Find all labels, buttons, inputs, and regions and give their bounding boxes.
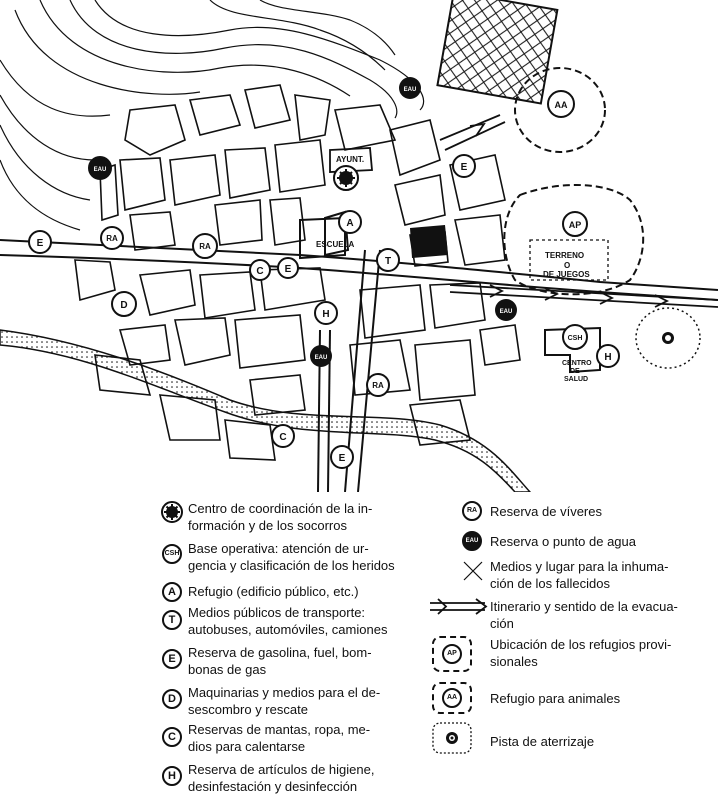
playground-box: [529, 239, 609, 281]
legend-text: Medios públicos de transporte:autobuses,…: [188, 605, 388, 637]
arrow-icon: [430, 598, 488, 615]
terreno-label: TERRENO: [545, 251, 584, 260]
svg-text:H: H: [322, 309, 329, 320]
symbol-E-south: E: [330, 445, 354, 469]
legend-text: Base operativa: atención de ur-gencia y …: [188, 541, 395, 573]
svg-text:D: D: [120, 300, 127, 311]
legend-text: Reservas de mantas, ropa, me-dios para c…: [188, 722, 371, 754]
terreno-o-label: O: [564, 261, 570, 270]
symbol-H-center: H: [314, 301, 338, 325]
legend-text: Refugio para animales: [490, 691, 621, 706]
symbol-AA: AA: [547, 90, 575, 118]
eau-icon: EAU: [462, 531, 482, 551]
legend-text: Maquinarias y medios para el de-sescombr…: [188, 685, 381, 717]
legend-text: Pista de aterrizaje: [490, 734, 595, 749]
svg-text:RA: RA: [199, 242, 211, 251]
legend-text: Itinerario y sentido de la evacua-ción: [490, 599, 678, 631]
legend-text: Reserva de víveres: [490, 504, 602, 519]
svg-text:RA: RA: [106, 234, 118, 243]
csh-icon: CSH: [162, 544, 182, 564]
a-icon: A: [162, 582, 182, 602]
legend-text: Reserva o punto de agua: [490, 534, 636, 549]
symbol-EAU-west: EAU: [88, 156, 112, 180]
animal-shelter-area: [514, 67, 606, 153]
svg-text:T: T: [385, 256, 391, 267]
symbol-RA-west: RA: [100, 226, 124, 250]
school-building: [299, 210, 350, 260]
symbol-EAU-east: EAU: [495, 299, 517, 321]
centro-label: CENTRO: [562, 360, 592, 367]
centro-de-label: DE: [570, 368, 580, 375]
svg-text:EAU: EAU: [500, 309, 513, 315]
symbol-T: T: [376, 248, 400, 272]
ra-icon: RA: [462, 501, 482, 521]
svg-text:EAU: EAU: [94, 167, 107, 173]
svg-text:AA: AA: [555, 100, 568, 110]
symbol-E-center: E: [277, 257, 299, 279]
town-map: AYUNT. ESCUELA TERRENO O DE JUEGOS CENTR…: [0, 0, 718, 492]
legend-text: Reserva de gasolina, fuel, bom-bonas de …: [188, 645, 372, 677]
dashed-box-icon: [432, 682, 472, 714]
svg-text:E: E: [461, 162, 468, 173]
svg-text:RA: RA: [372, 381, 384, 390]
health-center-building: [544, 326, 601, 374]
legend-text: Reserva de artículos de higiene,desinfes…: [188, 762, 375, 794]
legend-text: Refugio (edificio público, etc.): [188, 584, 359, 599]
symbol-EAU-south: EAU: [310, 345, 332, 367]
terreno-juegos-label: DE JUEGOS: [543, 270, 590, 279]
symbol-C-south: C: [271, 424, 295, 448]
airstrip-area: [635, 307, 701, 369]
town-hall-label: AYUNT.: [336, 155, 364, 164]
legend-text: Medios y lugar para la inhuma-ción de lo…: [490, 559, 669, 591]
ap-icon: AP: [442, 644, 462, 664]
svg-text:E: E: [37, 238, 44, 249]
cemetery-area: [436, 0, 559, 105]
star-circle-icon: [161, 501, 183, 523]
symbol-E-north: E: [452, 154, 476, 178]
provisional-shelter-area: [503, 183, 645, 296]
svg-text:AP: AP: [569, 220, 582, 230]
symbol-H-east: H: [596, 344, 620, 368]
svg-text:A: A: [346, 218, 353, 229]
svg-text:C: C: [256, 266, 263, 277]
c-icon: C: [162, 727, 182, 747]
dashed-box-icon: [432, 636, 472, 672]
airstrip-icon: [432, 722, 472, 754]
legend-text: Ubicación de los refugios provi-sionales: [490, 637, 672, 669]
symbol-CSH: CSH: [562, 324, 588, 350]
symbol-EAU-north: EAU: [399, 77, 421, 99]
symbol-E-west: E: [28, 230, 52, 254]
evacuation-route: [439, 114, 718, 308]
svg-text:EAU: EAU: [404, 87, 417, 93]
svg-text:C: C: [279, 432, 286, 443]
svg-text:E: E: [339, 453, 346, 464]
school-label: ESCUELA: [316, 240, 354, 249]
symbol-A-school: A: [338, 210, 362, 234]
symbol-D: D: [111, 291, 137, 317]
h-icon: H: [162, 766, 182, 786]
e-icon: E: [162, 649, 182, 669]
t-icon: T: [162, 610, 182, 630]
d-icon: D: [162, 689, 182, 709]
contour-lines: [0, 0, 425, 231]
symbol-RA-center: RA: [192, 233, 218, 259]
cross-icon: [463, 561, 483, 581]
svg-text:H: H: [604, 352, 611, 363]
river: [0, 329, 532, 492]
symbol-coordination-star: [333, 165, 359, 191]
svg-text:EAU: EAU: [315, 355, 328, 361]
svg-text:E: E: [285, 264, 292, 275]
symbol-AP: AP: [562, 211, 588, 237]
symbol-RA-south: RA: [366, 373, 390, 397]
building-dark: [410, 225, 448, 258]
symbol-C-center: C: [249, 259, 271, 281]
town-blocks: [74, 84, 521, 461]
town-hall-building: [329, 147, 373, 173]
legend-text: Centro de coordinación de la in-formació…: [188, 501, 373, 533]
aa-icon: AA: [442, 688, 462, 708]
svg-text:CSH: CSH: [568, 335, 583, 342]
centro-salud-label: SALUD: [564, 376, 588, 383]
